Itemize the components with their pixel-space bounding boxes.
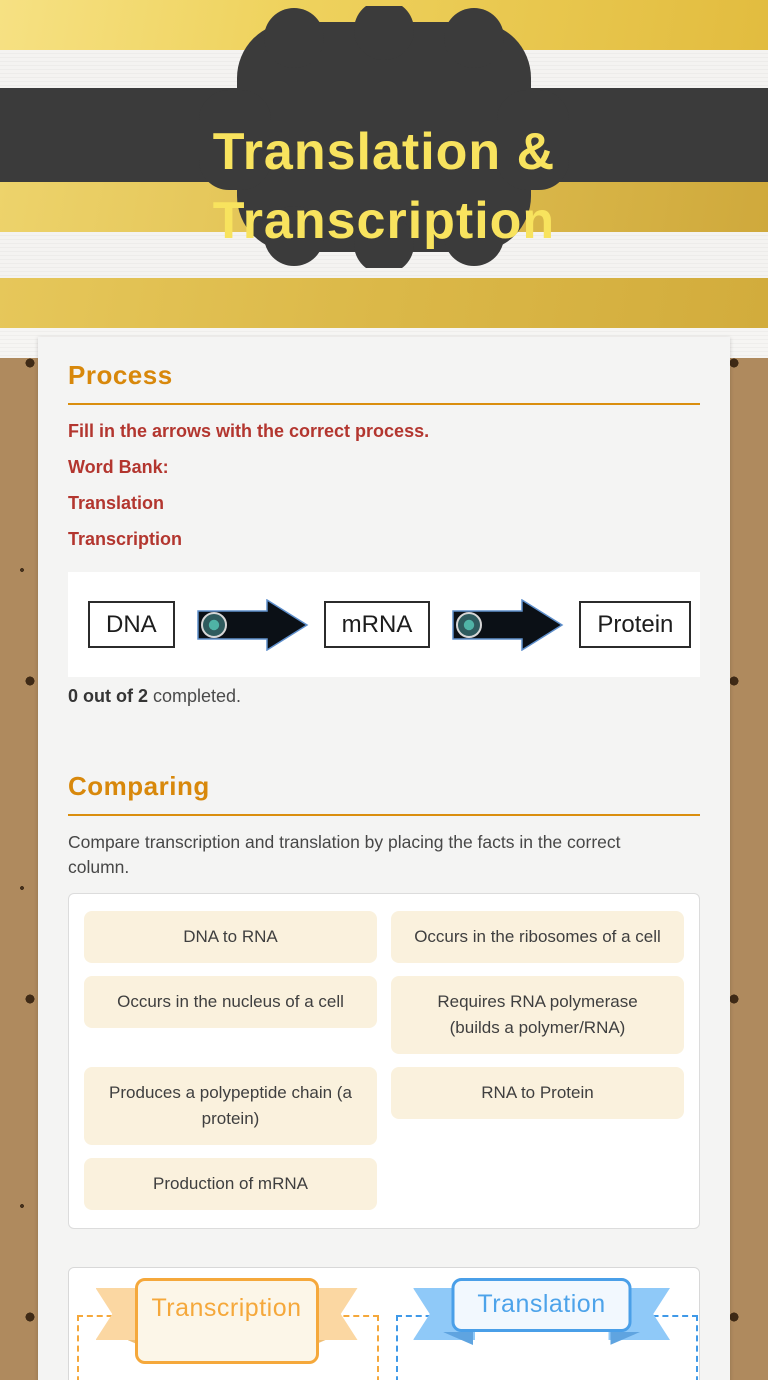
fact-bank-grid: DNA to RNA Occurs in the ribosomes of a … bbox=[84, 911, 684, 1210]
worksheet-body: Process Fill in the arrows with the corr… bbox=[38, 337, 730, 1380]
fact-bank-container: DNA to RNA Occurs in the ribosomes of a … bbox=[68, 893, 700, 1229]
flow-arrow-drop-target-2[interactable] bbox=[452, 598, 564, 651]
page-title: Translation & Transcription bbox=[0, 118, 768, 256]
word-bank-label: Word Bank: bbox=[68, 457, 169, 477]
word-bank-item-translation[interactable]: Translation bbox=[68, 493, 165, 513]
fact-card[interactable]: RNA to Protein bbox=[391, 1067, 684, 1119]
column-translation: Translation bbox=[384, 1268, 699, 1380]
comparing-instruction: Compare transcription and translation by… bbox=[68, 832, 621, 877]
progress-status: 0 out of 2 completed. bbox=[68, 686, 700, 707]
progress-text: completed. bbox=[148, 686, 242, 706]
fact-card[interactable]: Requires RNA polymerase (builds a polyme… bbox=[391, 976, 684, 1054]
column-transcription: Transcription bbox=[69, 1268, 384, 1380]
section-divider bbox=[68, 403, 700, 405]
section-heading-comparing: Comparing bbox=[68, 771, 210, 801]
page-title-line1: Translation & bbox=[212, 123, 556, 181]
sorting-columns-container: Transcription Translation bbox=[68, 1267, 700, 1380]
transcription-ribbon: Transcription bbox=[95, 1278, 358, 1364]
flow-node-dna: DNA bbox=[88, 601, 175, 648]
translation-ribbon: Translation bbox=[413, 1278, 670, 1345]
fact-card[interactable]: Production of mRNA bbox=[84, 1158, 377, 1210]
transcription-column-label: Transcription bbox=[134, 1278, 319, 1364]
process-instruction: Fill in the arrows with the correct proc… bbox=[68, 421, 430, 441]
section-divider bbox=[68, 814, 700, 816]
page-title-line2: Transcription bbox=[212, 192, 556, 250]
arrow-right-icon bbox=[196, 598, 309, 651]
flow-node-mrna: mRNA bbox=[323, 601, 431, 648]
fact-card[interactable]: Occurs in the ribosomes of a cell bbox=[391, 911, 684, 963]
translation-column-label: Translation bbox=[451, 1278, 632, 1332]
fact-card[interactable]: DNA to RNA bbox=[84, 911, 377, 963]
flow-node-protein: Protein bbox=[579, 601, 692, 648]
fact-card[interactable]: Occurs in the nucleus of a cell bbox=[84, 976, 377, 1028]
progress-count: 0 out of 2 bbox=[68, 686, 148, 706]
section-heading-process: Process bbox=[68, 360, 173, 390]
header-stripe-gold bbox=[0, 278, 768, 328]
process-flow-diagram: DNA mRNA Protein bbox=[68, 572, 700, 677]
flow-arrow-drop-target-1[interactable] bbox=[196, 598, 309, 651]
word-bank-item-transcription[interactable]: Transcription bbox=[68, 529, 183, 549]
title-plaque-ornament bbox=[199, 6, 569, 268]
fact-card[interactable]: Produces a polypeptide chain (a protein) bbox=[84, 1067, 377, 1145]
worksheet-header: Translation & Transcription bbox=[0, 0, 768, 358]
arrow-right-icon bbox=[452, 598, 564, 651]
